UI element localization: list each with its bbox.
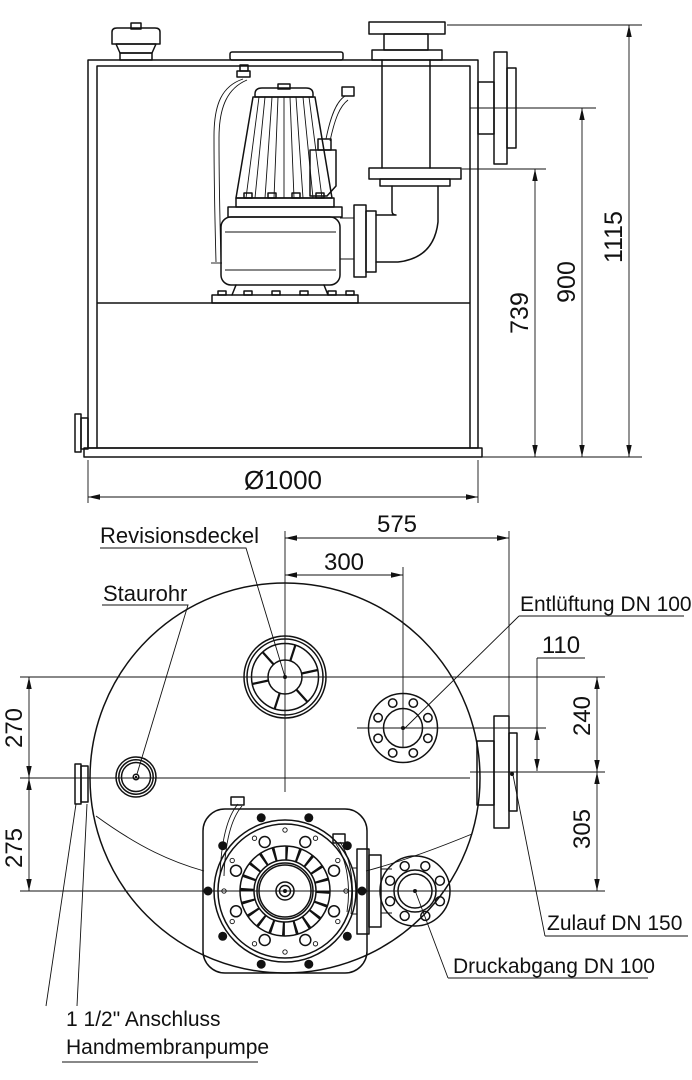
label-druckabgang: Druckabgang DN 100 — [453, 955, 655, 978]
top-discharge-flange — [368, 21, 446, 169]
label-anschluss-line2: Handmembranpumpe — [66, 1036, 269, 1059]
label-entlueftung: Entlüftung DN 100 — [520, 593, 692, 616]
dim-240: 240 — [569, 696, 596, 736]
elevation-dimensions: 739 900 1115 Ø1000 — [87, 24, 642, 503]
plan-view: 575 300 110 270 275 240 305 Revisionsdec… — [1, 511, 692, 1063]
dim-270: 270 — [1, 708, 28, 748]
label-revisionsdeckel: Revisionsdeckel — [100, 523, 259, 548]
label-anschluss-line1: 1 1/2" Anschluss — [66, 1008, 221, 1031]
dim-diameter: Ø1000 — [244, 465, 322, 495]
hand-pump-connection-plan — [74, 763, 89, 805]
dim-inlet-height: 900 — [553, 261, 581, 303]
submersible-pump-side — [211, 64, 377, 304]
dim-305: 305 — [569, 809, 596, 849]
plan-dimensions: 575 300 110 270 275 240 305 — [1, 511, 600, 891]
dim-discharge-height: 739 — [506, 292, 534, 334]
label-zulauf: Zulauf DN 150 — [547, 912, 682, 935]
dim-total-height: 1115 — [600, 211, 628, 263]
dim-575: 575 — [377, 511, 417, 538]
pump-plan — [202, 796, 392, 974]
label-staurohr: Staurohr — [103, 581, 187, 606]
manhole-cover-side — [229, 51, 344, 61]
elevation-view: 739 900 1115 Ø1000 — [74, 21, 642, 503]
dim-110: 110 — [542, 632, 580, 659]
dip-tube-plan — [115, 756, 157, 798]
dim-275: 275 — [1, 828, 28, 868]
discharge-elbow — [368, 167, 462, 263]
vent-cap-side — [111, 22, 161, 61]
plan-labels: Revisionsdeckel Staurohr Entlüftung DN 1… — [45, 523, 692, 1063]
dim-300: 300 — [324, 549, 364, 576]
